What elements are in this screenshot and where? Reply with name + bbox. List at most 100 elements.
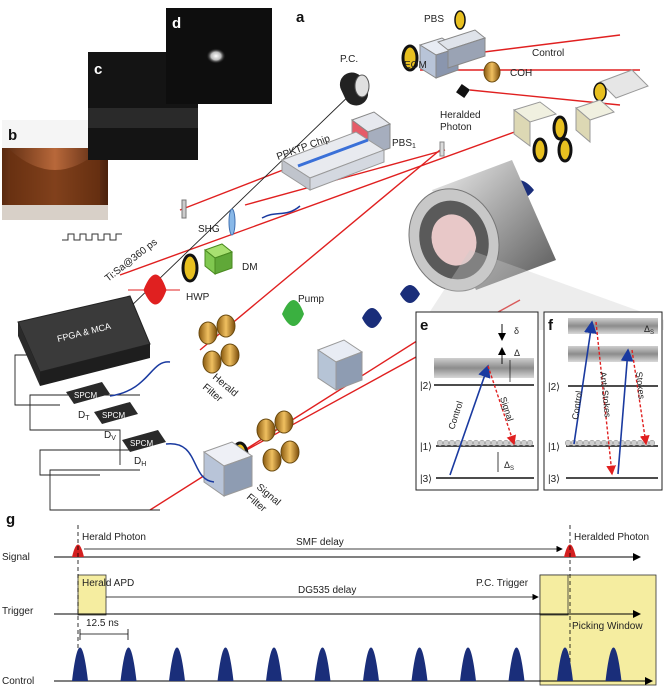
mirror-icon <box>593 82 607 102</box>
spcm-t: SPCM <box>66 382 110 404</box>
mirror-icon <box>181 199 187 219</box>
control-pulse <box>120 647 137 681</box>
panel-label-e: e <box>420 317 428 334</box>
waveplate-icon <box>532 137 548 163</box>
d-v-label: DV <box>104 430 116 442</box>
zoom-wedge <box>418 250 664 330</box>
control-pulse <box>411 647 428 681</box>
herald-apd-label: Herald APD <box>82 578 134 589</box>
turning-prism <box>599 69 649 99</box>
level-diagram-f: f ΔS |2⟩ |1⟩ |3⟩ Control Anti-Stokes Sto… <box>543 311 663 491</box>
delta-s-label: ΔS <box>504 460 514 472</box>
pbs-cube <box>316 339 364 391</box>
setup-panel: b c d a PBS EOM COH Control <box>2 8 664 515</box>
period-label: 12.5 ns <box>86 618 119 629</box>
delta-label: δ <box>514 326 519 336</box>
panel-label-d: d <box>172 15 181 32</box>
svg-text:SPCM: SPCM <box>74 391 97 400</box>
pulse-blue-icon <box>400 285 420 303</box>
svg-text:SPCM: SPCM <box>130 439 153 448</box>
atom <box>496 439 504 447</box>
herald-photon-label: Herald Photon <box>82 532 146 543</box>
atom <box>514 439 522 447</box>
panel-label-b: b <box>8 127 17 144</box>
level-3-label: |3⟩ <box>548 474 560 485</box>
panel-label-f: f <box>548 317 554 334</box>
atom <box>624 439 632 447</box>
shg-crystal <box>203 243 234 276</box>
control-label: Control <box>570 390 584 420</box>
control-pulse <box>266 647 282 681</box>
atom <box>636 439 644 447</box>
control-pulse <box>72 647 88 681</box>
control-pulse <box>508 647 525 681</box>
pulse-blue-icon <box>362 308 382 328</box>
signal-transition-arrow <box>487 365 516 446</box>
pc-label: P.C. <box>340 54 358 65</box>
shg-label: SHG <box>198 224 220 235</box>
level-1-label: |1⟩ <box>548 442 560 453</box>
control-pulse <box>314 647 331 681</box>
level-1-label: |1⟩ <box>420 442 432 453</box>
pbs1-label: PBS1 <box>392 138 416 150</box>
coh-component <box>483 61 501 83</box>
pump-label: Pump <box>298 294 325 305</box>
waveplate-icon <box>401 44 419 72</box>
virtual-level-band <box>434 358 534 378</box>
timing-diagram: g Signal Trigger Control Herald Photon H… <box>2 511 657 687</box>
control-pulse <box>557 647 573 681</box>
atom <box>576 439 584 447</box>
svg-text:SPCM: SPCM <box>102 411 125 420</box>
pc-trigger-label: P.C. Trigger <box>476 578 529 589</box>
ppktp-chip <box>280 131 386 191</box>
photo-d: d <box>166 8 272 104</box>
atom <box>472 439 480 447</box>
atom <box>520 439 528 447</box>
spcm-v: SPCM <box>94 402 138 424</box>
panel-label-c: c <box>94 61 102 78</box>
atom <box>612 439 620 447</box>
pbs-cube <box>202 441 254 497</box>
panel-label-a: a <box>296 9 305 26</box>
fiber-coupler <box>456 84 470 98</box>
heralded-photon-label: Heralded Photon <box>574 532 649 543</box>
atom <box>526 439 534 447</box>
atom <box>490 439 498 447</box>
anti-stokes-arrow <box>595 321 616 476</box>
atom <box>594 439 602 447</box>
control-transition-arrow <box>449 364 491 476</box>
fiber-line <box>109 361 171 397</box>
eom-label: EOM <box>404 60 427 71</box>
control-pulse <box>217 647 234 681</box>
picking-window-label: Picking Window <box>572 621 643 632</box>
control-transition-arrow <box>573 320 597 445</box>
d-h-label: DH <box>134 456 146 468</box>
atom <box>600 439 608 447</box>
heralded-photon-label-1: Heralded <box>440 110 481 121</box>
dg535-delay-label: DG535 delay <box>298 585 356 596</box>
mirror-icon <box>439 141 445 157</box>
level-2-label: |2⟩ <box>420 381 432 392</box>
atom <box>648 439 656 447</box>
atom <box>564 439 572 447</box>
control-pulse <box>460 647 476 681</box>
photo-b: b <box>2 120 108 220</box>
fiber-line <box>261 205 301 219</box>
atom <box>466 439 474 447</box>
control-pulse <box>169 647 185 681</box>
stokes-label: Stokes <box>634 371 647 400</box>
heralded-photon-label-2: Photon <box>440 122 472 133</box>
atom <box>630 439 638 447</box>
atom <box>436 439 444 447</box>
dm-label: DM <box>242 262 258 273</box>
pockels-cell <box>339 72 370 106</box>
hwp-label: HWP <box>186 292 210 303</box>
atom <box>448 439 456 447</box>
fpga-box <box>17 295 151 386</box>
virtual-level-band <box>568 346 658 362</box>
stokes-arrow <box>631 349 650 446</box>
d-t-label: DT <box>78 410 90 422</box>
memory-cylinder <box>408 160 556 292</box>
control-beam-label: Control <box>532 48 564 59</box>
